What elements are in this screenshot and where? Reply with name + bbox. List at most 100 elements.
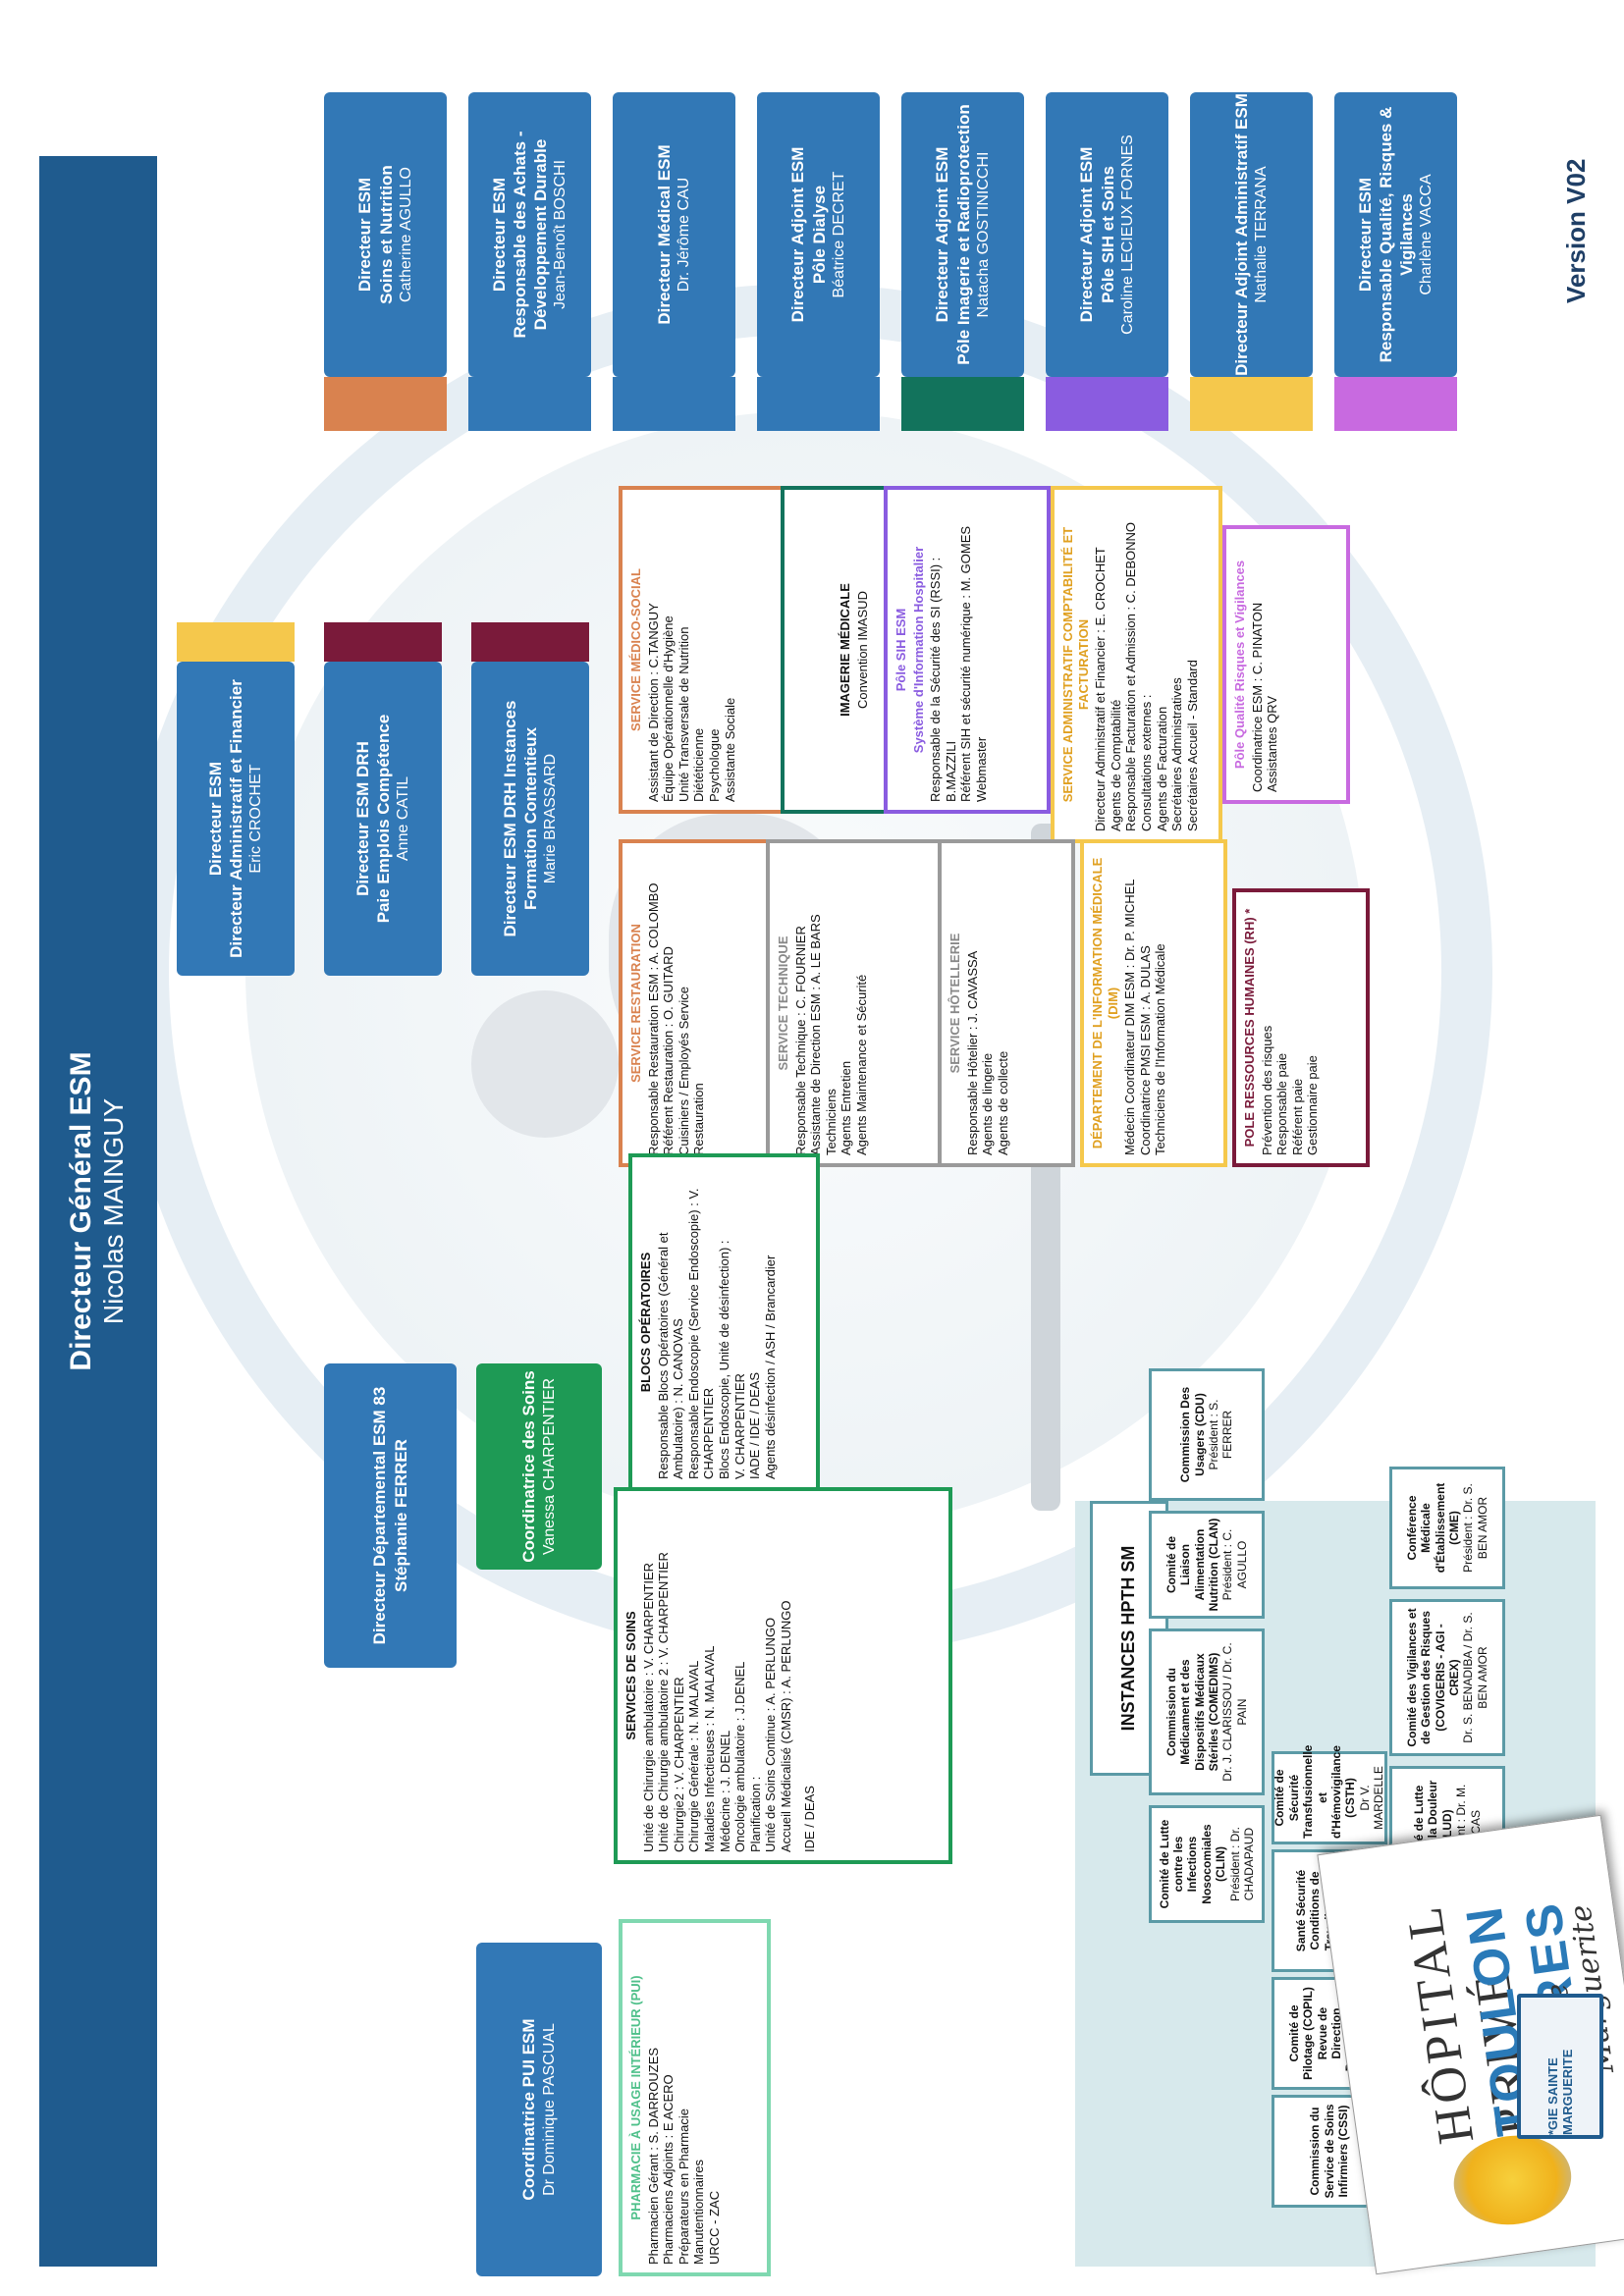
instance-detail: Dr. J. CLARISSOU / Dr. C. PAIN — [1220, 1642, 1249, 1782]
box-line: IADE / IDE / DEAS — [747, 1371, 763, 1479]
instance-detail: Dr. S. BENADIBA / Dr. S. BEN AMOR — [1461, 1612, 1489, 1743]
instance-card: Comité des Vigilances et de Gestion des … — [1389, 1599, 1505, 1756]
box-medico-social: SERVICE MÉDICO-SOCIAL Assistant de Direc… — [619, 486, 790, 814]
box-dim: DÉPARTEMENT DE L'INFORMATION MÉDICALE (D… — [1080, 839, 1227, 1167]
instance-card: Conférence Médicale d'Établissement (CME… — [1389, 1467, 1505, 1589]
coordinatrice-soins-card: Coordinatrice des Soins Vanessa CHARPENT… — [476, 1363, 602, 1570]
director-departemental-name: Stéphanie FERRER — [391, 1439, 410, 1592]
box-line: Blocs Endoscopie, Unité de désinfection)… — [716, 1240, 731, 1479]
box-line: Secrétaires Administratives — [1169, 677, 1185, 831]
director-name: Dr. Jérôme CAU — [676, 177, 693, 293]
box-line: Agents désinfection / ASH / Brancardier — [762, 1255, 778, 1479]
director-title: Directeur ESM — [1355, 177, 1375, 293]
box-line: Unité de Chirurgie ambulatoire : V. CHAR… — [640, 1562, 656, 1852]
director-name: Jean-Benoît BOSCHI — [552, 159, 569, 310]
box-line: Planification : — [747, 1776, 763, 1852]
director-title: Directeur ESM — [489, 177, 509, 293]
director-departemental-title: Directeur Départemental ESM 83 — [370, 1386, 390, 1645]
box-line: Unité de Soins Continue : A. PERLUNGO — [763, 1617, 779, 1852]
director-subtitle: Pôle SIH et Soins — [1098, 166, 1117, 303]
director-title: Directeur Adjoint ESM — [933, 146, 952, 323]
director-name: Charlène VACCA — [1418, 174, 1435, 295]
box-sih: Pôle SIH ESM Système d'Information Hospi… — [884, 486, 1051, 814]
box-line: Coordinatrice ESM : C. PINATON — [1249, 602, 1265, 792]
box-line: Techniciens de l'Information Médicale — [1153, 943, 1168, 1155]
box-line: Unité Transversale de Nutrition — [676, 626, 691, 802]
box-line: Responsable Restauration ESM : A. COLOMB… — [645, 882, 661, 1155]
box-line: Responsable Hôtelier : J. CAVASSA — [964, 950, 980, 1155]
director-color-strip — [324, 377, 447, 431]
instance-card: Commission Des Usagers (CDU)Président : … — [1149, 1368, 1265, 1501]
box-line: Secrétaires Accueil - Standard — [1184, 660, 1200, 831]
instance-name: Commission du Service de Soins Infirmier… — [1308, 2104, 1351, 2199]
director-color-strip — [468, 377, 591, 431]
box-line: Prévention des risques — [1259, 1025, 1274, 1155]
box-imagerie-title: IMAGERIE MÉDICALE — [838, 583, 853, 717]
box-rh: POLE RESSOURCES HUMAINES (RH) * Préventi… — [1232, 888, 1370, 1167]
box-admin-title: SERVICE ADMINISTRATIF COMPTABILITÉ ET FA… — [1060, 526, 1091, 803]
box-line: Médecine : J. DENEL — [717, 1730, 732, 1852]
box-line: Préparateurs en Pharmacie — [676, 2109, 691, 2265]
box-line: Cuisiniers / Employés Service — [676, 987, 691, 1155]
director-color-strip — [1046, 377, 1168, 431]
director-name: Caroline LECIEUX FORNES — [1118, 134, 1136, 335]
coordinatrice-soins-name: Vanessa CHARPENTIER — [540, 1377, 558, 1556]
box-line: Pharmacien Gérant : S. DARROUZES — [645, 2047, 661, 2265]
director-color-strip — [901, 377, 1024, 431]
figure-head-decoration — [471, 990, 619, 1138]
box-soins: SERVICES DE SOINS Unité de Chirurgie amb… — [614, 1487, 952, 1864]
instance-name: Comité de Lutte contre les Infections No… — [1157, 1819, 1228, 1909]
director-drh-instances-name: Marie BRASSARD — [542, 753, 560, 884]
box-line: IDE / DEAS — [801, 1786, 817, 1852]
box-line: Assistantes QRV — [1265, 695, 1280, 792]
box-line: Responsable Endoscopie (Service Endoscop… — [685, 1188, 717, 1479]
box-rh-title: POLE RESSOURCES HUMAINES (RH) * — [1242, 908, 1257, 1148]
director-drh-card: Directeur ESM DRH Paie Emplois Compétenc… — [324, 662, 442, 976]
director-drh-instances-subtitle: Formation Contentieux — [521, 726, 540, 911]
box-line: Restauration — [691, 1083, 707, 1155]
director-subtitle: Responsable des Achats - Développement D… — [510, 131, 551, 339]
box-line: Agents de Facturation — [1154, 706, 1169, 831]
instance-name: Comité des Vigilances et de Gestion des … — [1404, 1608, 1461, 1747]
box-soins-title: SERVICES DE SOINS — [623, 1611, 638, 1740]
box-line: Assistante Sociale — [722, 697, 737, 802]
instance-card: Comité de Lutte contre les Infections No… — [1149, 1805, 1265, 1923]
box-line: URCC - ZAC — [706, 2190, 722, 2265]
box-blocs: BLOCS OPÉRATOIRES Responsable Blocs Opér… — [628, 1153, 820, 1491]
director-subtitle: Responsable Qualité, Risques & Vigilance… — [1376, 106, 1417, 363]
general-director-header: Directeur Général ESM Nicolas MAINGUY — [39, 156, 157, 2267]
box-line: Référent paie — [1289, 1078, 1305, 1155]
instance-card: Comité de Sécurité Transfusionnelle et d… — [1272, 1745, 1387, 1844]
instance-detail: Président : Dr. CHADAPAUD — [1227, 1826, 1256, 1902]
version-label: Version V02 — [1561, 158, 1591, 303]
box-hotellerie: SERVICE HÔTELLERIE Responsable Hôtelier … — [938, 839, 1075, 1167]
box-admin: SERVICE ADMINISTRATIF COMPTABILITÉ ET FA… — [1051, 486, 1222, 843]
box-line: Unité de Chirurgie ambulatoire 2 : V. CH… — [656, 1552, 672, 1852]
instance-card: Comité de Liaison Alimentation Nutrition… — [1149, 1511, 1265, 1619]
box-line: Agents de collecte — [995, 1050, 1010, 1155]
director-daf-name: Eric CROCHET — [247, 764, 265, 874]
box-line: Maladies Infectieuses : N. MALAVAL — [701, 1645, 717, 1852]
instance-card: Commission du Médicament et des Disposit… — [1149, 1629, 1265, 1795]
box-line: Pharmaciens Adjoints : E ACERO — [661, 2074, 677, 2265]
general-director-title: Directeur Général ESM — [65, 1051, 97, 1371]
box-line: Diététicienne — [691, 727, 707, 802]
director-color-strip — [757, 377, 880, 431]
box-pui: PHARMACIE À USAGE INTÉRIEUR (PUI) Pharma… — [619, 1919, 771, 2276]
coordinatrice-pui-title: Coordinatrice PUI ESM — [519, 2018, 539, 2201]
box-line: Responsable de la Sécurité des SI (RSSI)… — [928, 557, 958, 802]
director-subtitle: Pôle Dialyse — [809, 185, 829, 285]
director-name: Béatrice DECRET — [830, 171, 847, 298]
director-daf-strip — [177, 622, 295, 662]
box-dim-title: DÉPARTEMENT DE L'INFORMATION MÉDICALE (D… — [1090, 857, 1120, 1149]
director-daf-title: Directeur ESM — [205, 761, 225, 877]
director-color-strip — [613, 377, 735, 431]
instance-detail: Président : Dr. S. BEN AMOR — [1461, 1483, 1489, 1573]
coordinatrice-pui-name: Dr Dominique PASCUAL — [540, 2023, 558, 2196]
